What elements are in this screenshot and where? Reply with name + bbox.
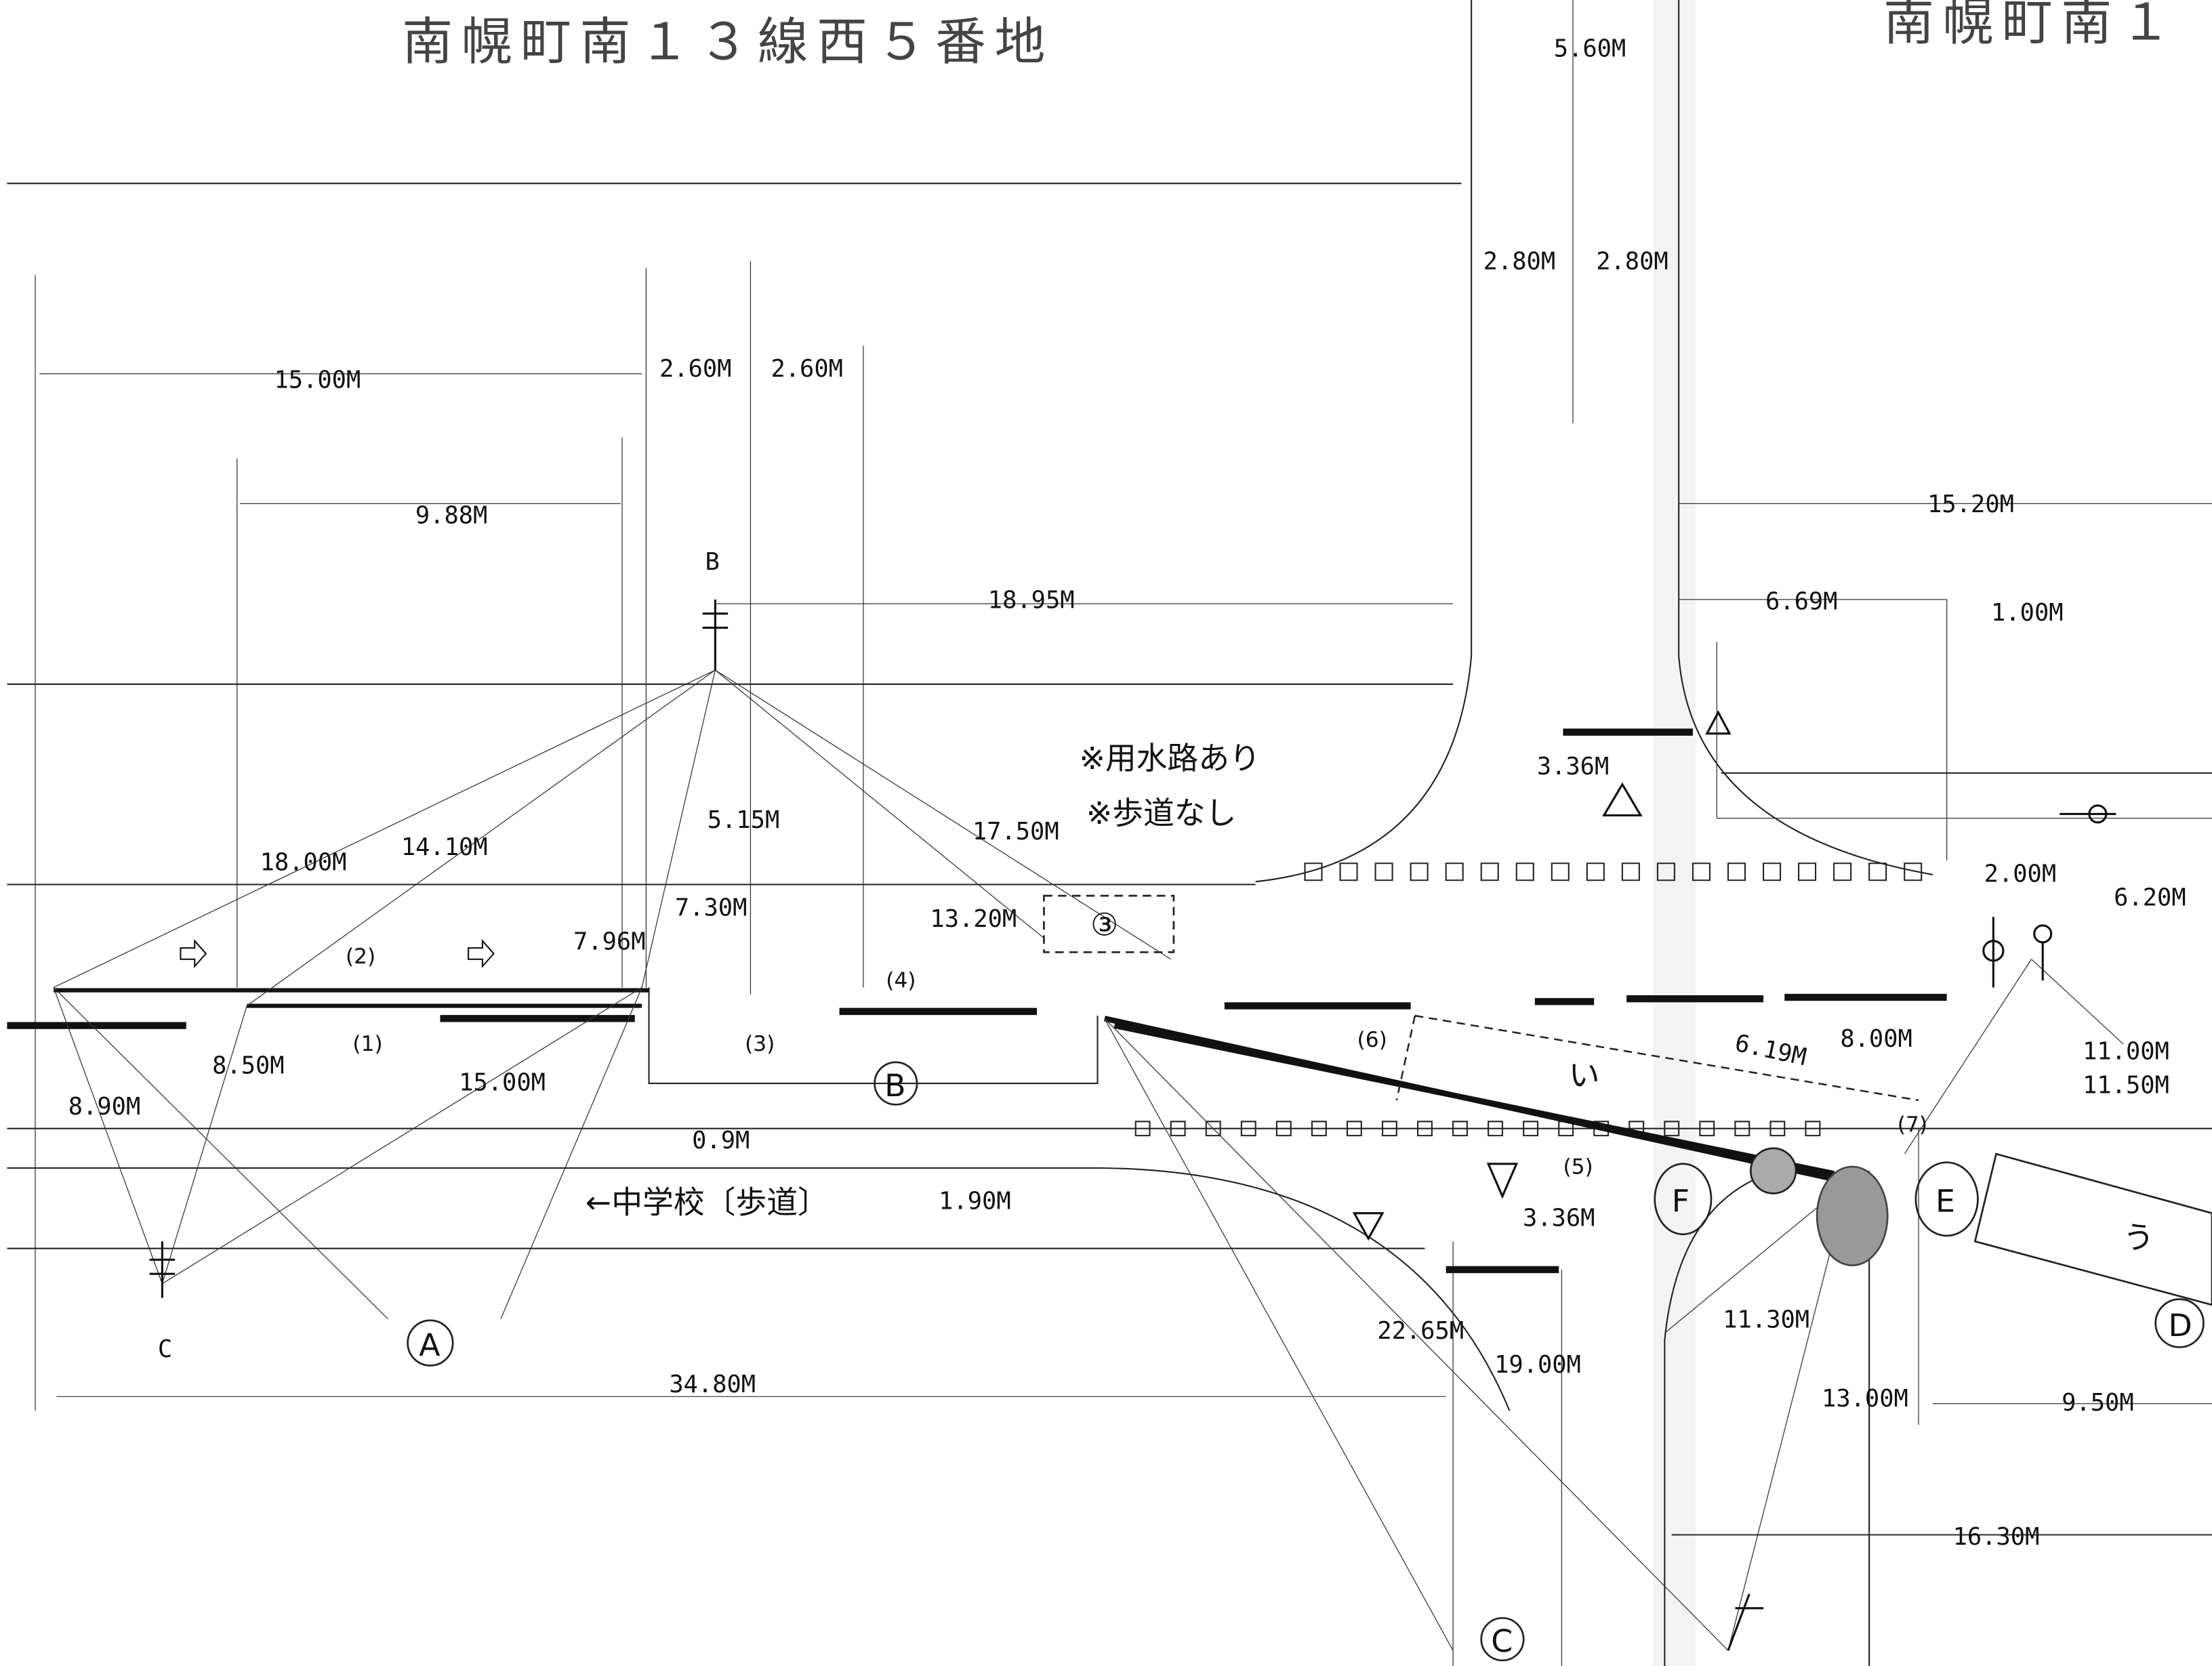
measurement-label: 8.50M bbox=[212, 1051, 284, 1079]
marker-e: E bbox=[1936, 1183, 1955, 1220]
measurement-label: 2.60M bbox=[659, 355, 731, 383]
measurement-label: 22.65M bbox=[1377, 1317, 1464, 1345]
note-school-sidewalk: ←中学校〔歩道〕 bbox=[586, 1184, 829, 1221]
measurement-label: 3.36M bbox=[1523, 1204, 1595, 1232]
note-irrigation: ※用水路あり bbox=[1079, 740, 1260, 776]
marker-i: い bbox=[1569, 1057, 1600, 1094]
measurement-label: 3.36M bbox=[1537, 753, 1609, 780]
measurement-labels: 5.60M 2.80M 2.80M 15.00M 2.60M 2.60M 9.8… bbox=[68, 35, 2186, 1551]
point-2: (2) bbox=[346, 944, 375, 969]
pole-b-label: B bbox=[705, 548, 720, 576]
measurement-label: 14.10M bbox=[401, 833, 488, 861]
utility-pole-icons bbox=[149, 599, 1764, 1651]
measurement-label: 7.30M bbox=[675, 894, 747, 921]
lane-markings bbox=[7, 728, 1947, 1274]
point-1: (1) bbox=[352, 1032, 382, 1056]
measurement-label: 9.88M bbox=[415, 501, 487, 529]
marker-d: D bbox=[2168, 1307, 2192, 1344]
marker-b: B bbox=[884, 1067, 905, 1104]
point-5: (5) bbox=[1563, 1154, 1593, 1179]
measurement-label: 15.20M bbox=[1927, 491, 2014, 518]
measurement-label: 2.60M bbox=[771, 355, 842, 383]
measurement-label: 15.00M bbox=[459, 1068, 546, 1096]
measurement-label: 5.15M bbox=[708, 806, 779, 834]
note-no-sidewalk: ※歩道なし bbox=[1086, 795, 1237, 831]
marker-u: う bbox=[2123, 1220, 2154, 1256]
marker-c: C bbox=[1491, 1623, 1513, 1659]
point-4: (4) bbox=[886, 968, 916, 993]
measurement-label: 16.30M bbox=[1953, 1523, 2040, 1551]
measurement-label: 7.96M bbox=[573, 928, 645, 955]
measurement-label: 34.80M bbox=[669, 1371, 756, 1398]
marker-f: F bbox=[1672, 1183, 1689, 1220]
measurement-label: 18.00M bbox=[260, 849, 347, 877]
measurement-label: 8.00M bbox=[1840, 1025, 1912, 1053]
measurement-label: 15.00M bbox=[274, 367, 361, 394]
measurement-label: 5.60M bbox=[1554, 35, 1626, 62]
marker-labels: A B C D E F B C い う ③ (1) (2) (3) (4) (5… bbox=[158, 548, 2192, 1659]
measurement-label: 9.50M bbox=[2062, 1389, 2133, 1417]
point-6: (6) bbox=[1357, 1028, 1387, 1052]
circled-markers bbox=[407, 894, 2212, 1662]
point-3: (3) bbox=[745, 1032, 775, 1056]
measurement-label: 2.80M bbox=[1596, 248, 1668, 276]
measurement-label: 8.90M bbox=[68, 1093, 140, 1121]
measurement-label: 13.20M bbox=[930, 905, 1017, 933]
measurement-label: 0.9M bbox=[692, 1127, 750, 1154]
notes: ※用水路あり ※歩道なし ←中学校〔歩道〕 bbox=[586, 740, 1261, 1221]
marker-a: A bbox=[419, 1327, 440, 1363]
scan-fold-shade bbox=[1653, 0, 1696, 1666]
measurement-label: 17.50M bbox=[972, 818, 1059, 846]
measurement-label: 18.95M bbox=[988, 586, 1075, 614]
measurement-label: 11.00M bbox=[2083, 1038, 2169, 1066]
measurement-label: 1.90M bbox=[939, 1187, 1010, 1215]
direction-arrow-icons bbox=[180, 939, 495, 968]
measurement-label: 19.00M bbox=[1494, 1351, 1581, 1379]
measurement-label: 6.69M bbox=[1765, 587, 1837, 615]
pole-c-label: C bbox=[158, 1335, 172, 1363]
address-right: 南幌町南１ bbox=[1883, 0, 2179, 51]
measurement-lines bbox=[39, 373, 2212, 1651]
measurement-label: 6.20M bbox=[2114, 884, 2186, 912]
measurement-label: 1.00M bbox=[1991, 599, 2063, 627]
measurement-label: 11.30M bbox=[1723, 1306, 1809, 1333]
measurement-label: 2.80M bbox=[1483, 248, 1555, 276]
point-7: (7) bbox=[1898, 1112, 1927, 1137]
marker-box-3: ③ bbox=[1090, 906, 1118, 942]
measurement-label: 13.00M bbox=[1822, 1385, 1908, 1413]
measurement-label: 2.00M bbox=[1984, 860, 2056, 888]
sign-icons bbox=[1352, 710, 2116, 1241]
address-left: 南幌町南１３線西５番地 bbox=[402, 12, 1054, 71]
sidewalk-squares-top bbox=[1134, 862, 1923, 1137]
measurement-label: 11.50M bbox=[2083, 1072, 2169, 1100]
